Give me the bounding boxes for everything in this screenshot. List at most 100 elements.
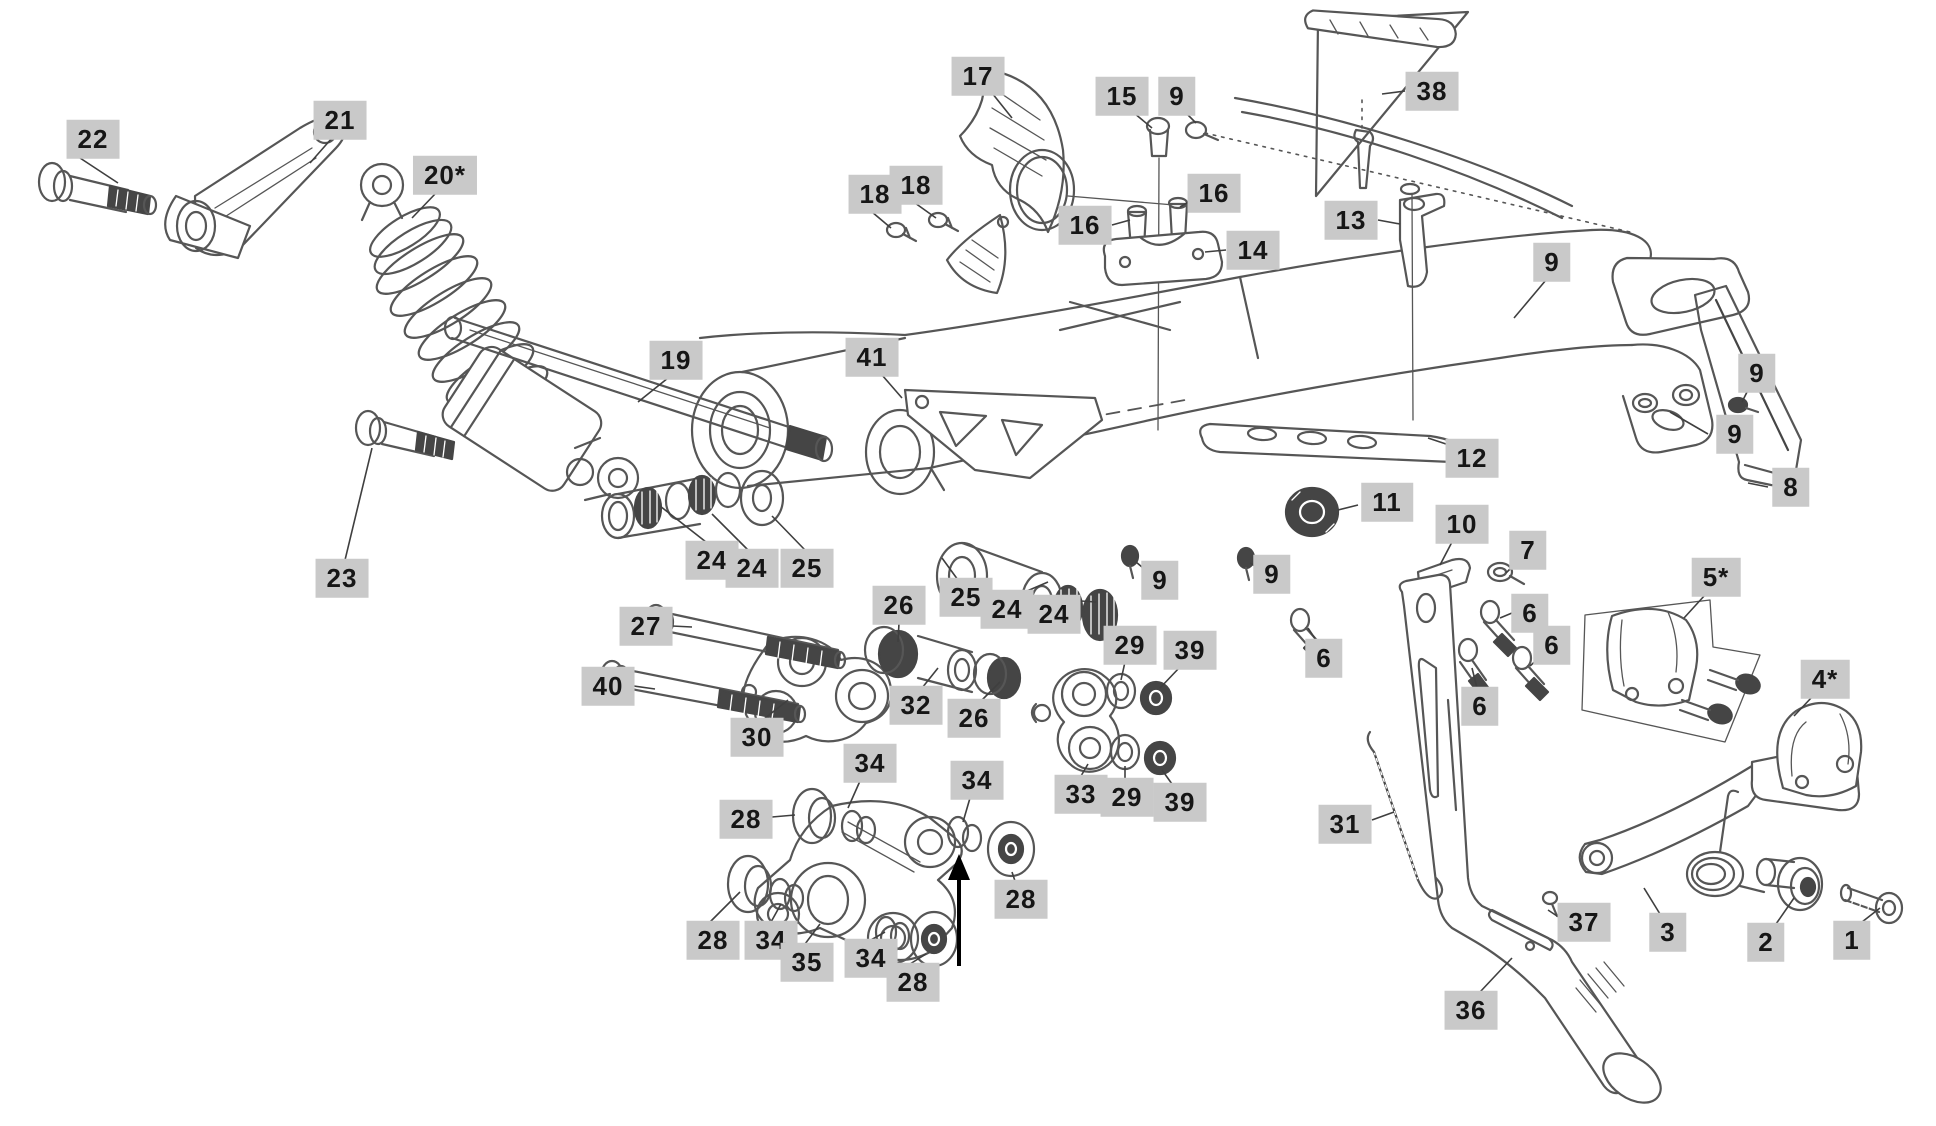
- spring-31-drawing: [1366, 730, 1444, 900]
- leader-line-27: [671, 625, 693, 628]
- chain-guide-drawing: [1304, 9, 1470, 198]
- part-label-1: 1: [1833, 920, 1871, 960]
- leader-line-14: [1204, 249, 1227, 253]
- nut-11-drawing: [1284, 486, 1340, 538]
- spacer-tube-drawing: [863, 625, 1022, 700]
- part-label-9: 9: [1253, 554, 1291, 594]
- slider-kit-5-drawing: [1581, 599, 1761, 743]
- bolt-15-drawing: [1145, 116, 1171, 431]
- part-label-39: 39: [1163, 630, 1217, 670]
- part-label-20star: 20*: [412, 155, 478, 195]
- part-label-40: 40: [581, 666, 635, 706]
- bolt-22-drawing: [37, 161, 158, 216]
- part-label-9: 9: [1716, 414, 1754, 454]
- part-label-9: 9: [1158, 76, 1196, 116]
- part-label-11: 11: [1361, 482, 1413, 522]
- leader-line-6: [1471, 667, 1478, 689]
- part-label-28: 28: [719, 799, 773, 839]
- leader-line-32: [921, 667, 939, 689]
- leader-line-30: [763, 699, 789, 720]
- leader-line-31: [1371, 811, 1395, 821]
- part-label-6: 6: [1461, 686, 1499, 726]
- part-label-29: 29: [1103, 625, 1157, 665]
- leader-line-17: [991, 92, 1013, 119]
- part-label-33: 33: [1054, 774, 1108, 814]
- leader-line-34: [770, 903, 782, 923]
- part-label-5star: 5*: [1691, 557, 1741, 597]
- leader-line-18: [871, 211, 892, 229]
- part-label-24: 24: [725, 548, 779, 588]
- part-label-29: 29: [1100, 777, 1154, 817]
- leader-line-24: [711, 513, 749, 551]
- part-label-34: 34: [950, 760, 1004, 800]
- shock-absorber-drawing: [359, 162, 640, 502]
- part-label-12: 12: [1445, 438, 1499, 478]
- part-label-34: 34: [843, 743, 897, 783]
- part-label-24: 24: [980, 589, 1034, 629]
- part-label-9: 9: [1738, 353, 1776, 393]
- part-label-26: 26: [872, 585, 926, 625]
- part-label-36: 36: [1444, 990, 1498, 1030]
- leader-line-6: [1499, 612, 1513, 619]
- part-label-10: 10: [1435, 504, 1489, 544]
- leader-line-33: [1080, 763, 1089, 777]
- leader-line-3: [1643, 887, 1661, 915]
- part-label-22: 22: [66, 119, 120, 159]
- part-label-16: 16: [1058, 205, 1112, 245]
- part-label-3: 3: [1649, 912, 1687, 952]
- part-label-9: 9: [1141, 560, 1179, 600]
- leader-line-8: [1747, 482, 1769, 488]
- leader-line-26: [981, 681, 1001, 701]
- part-label-35: 35: [780, 942, 834, 982]
- part-label-18: 18: [889, 165, 943, 205]
- bearing-set-a-drawing: [600, 469, 785, 540]
- part-label-2: 2: [1747, 922, 1785, 962]
- part-label-6: 6: [1511, 593, 1549, 633]
- leader-line-22: [79, 157, 119, 184]
- bracket-13-drawing: [1398, 182, 1446, 421]
- part-label-23: 23: [315, 558, 369, 598]
- leader-line-24: [659, 505, 707, 543]
- leader-line-28: [1011, 871, 1016, 882]
- leader-line-9: [1669, 411, 1709, 435]
- leader-line-23: [344, 447, 373, 561]
- part-label-28: 28: [886, 962, 940, 1002]
- bolt-23-drawing: [354, 409, 456, 461]
- leader-line-26: [897, 622, 900, 643]
- leader-line-10: [1439, 541, 1453, 566]
- leader-line-39: [1159, 666, 1181, 689]
- part-label-4star: 4*: [1800, 659, 1850, 699]
- swingarm-drawing: [690, 228, 1751, 496]
- leader-line-34: [962, 797, 971, 823]
- leader-line-2: [1775, 897, 1795, 925]
- part-label-8: 8: [1772, 467, 1810, 507]
- part-label-37: 37: [1557, 902, 1611, 942]
- part-label-17: 17: [951, 56, 1005, 96]
- leader-line-41: [881, 374, 903, 399]
- leader-line-5star: [1683, 594, 1706, 619]
- leader-line-11: [1337, 504, 1359, 511]
- part-label-25: 25: [780, 548, 834, 588]
- slider-4-drawing: [1776, 701, 1863, 798]
- leader-line-21: [309, 137, 333, 164]
- part-label-6: 6: [1305, 638, 1343, 678]
- pivot-axle-drawing: [443, 315, 834, 463]
- leader-line-13: [1377, 219, 1401, 225]
- part-label-30: 30: [730, 717, 784, 757]
- leader-line-39: [1161, 769, 1173, 785]
- part-label-9: 9: [1533, 242, 1571, 282]
- leader-line-28: [709, 891, 741, 923]
- leader-line-20star: [411, 192, 437, 219]
- bolt-40-drawing: [599, 659, 807, 724]
- screw-37-drawing: [1541, 890, 1559, 918]
- part-label-39: 39: [1153, 782, 1207, 822]
- leader-line-29: [1120, 661, 1126, 681]
- part-label-16: 16: [1187, 173, 1241, 213]
- leader-line-19: [637, 377, 669, 403]
- roller-2-drawing: [1755, 856, 1824, 912]
- pointer-arrow-head: [948, 854, 970, 880]
